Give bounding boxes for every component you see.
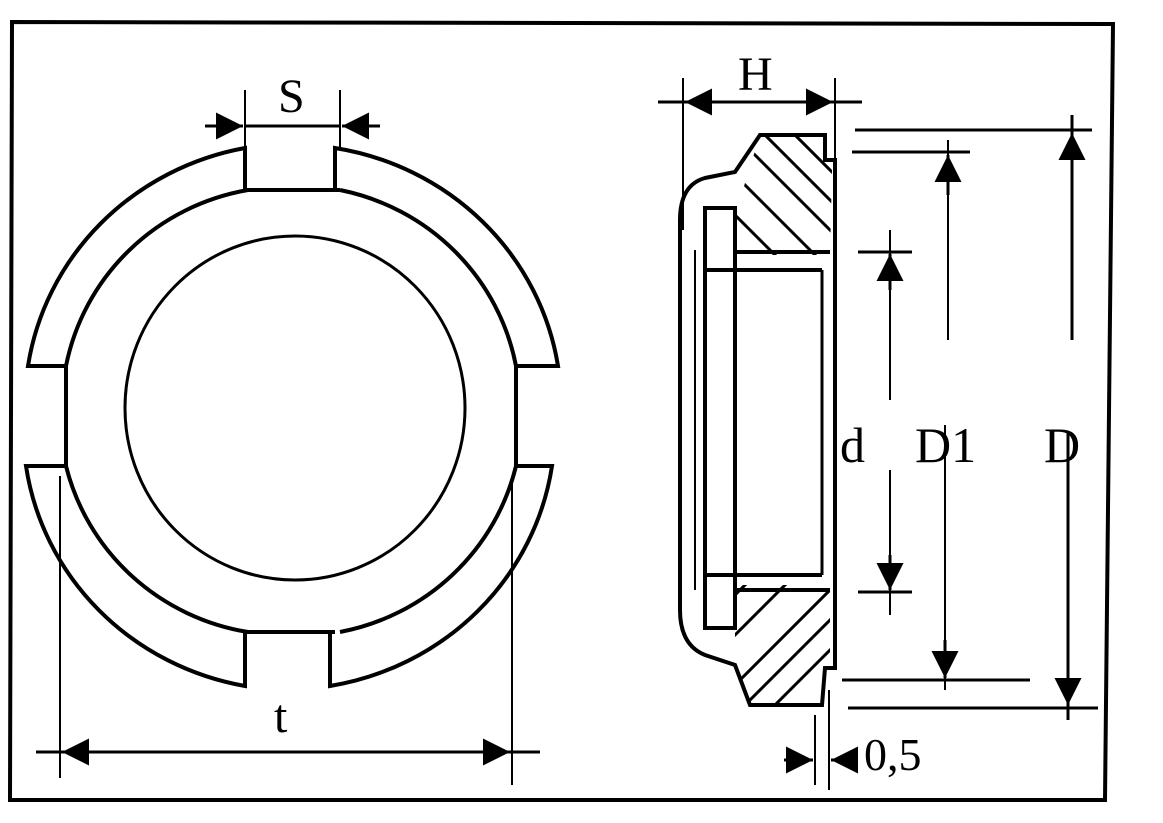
dimension-offset <box>784 690 858 790</box>
dimension-d1 <box>842 140 1030 690</box>
dimension-t <box>36 476 540 785</box>
dimension-outer-d <box>848 115 1098 720</box>
label-t: t <box>274 690 288 743</box>
label-d: d <box>840 417 865 473</box>
bore-circle <box>123 234 467 582</box>
label-s: S <box>278 70 305 123</box>
dimension-h <box>658 78 862 230</box>
dimension-d <box>858 230 912 615</box>
label-h: H <box>738 48 773 101</box>
front-view <box>23 145 561 689</box>
label-d1: D1 <box>915 417 976 473</box>
drawing-frame <box>7 19 1116 802</box>
dimension-s <box>205 90 380 148</box>
label-outer-d: D <box>1044 417 1080 473</box>
section-view <box>678 133 837 707</box>
label-offset: 0,5 <box>864 729 922 780</box>
